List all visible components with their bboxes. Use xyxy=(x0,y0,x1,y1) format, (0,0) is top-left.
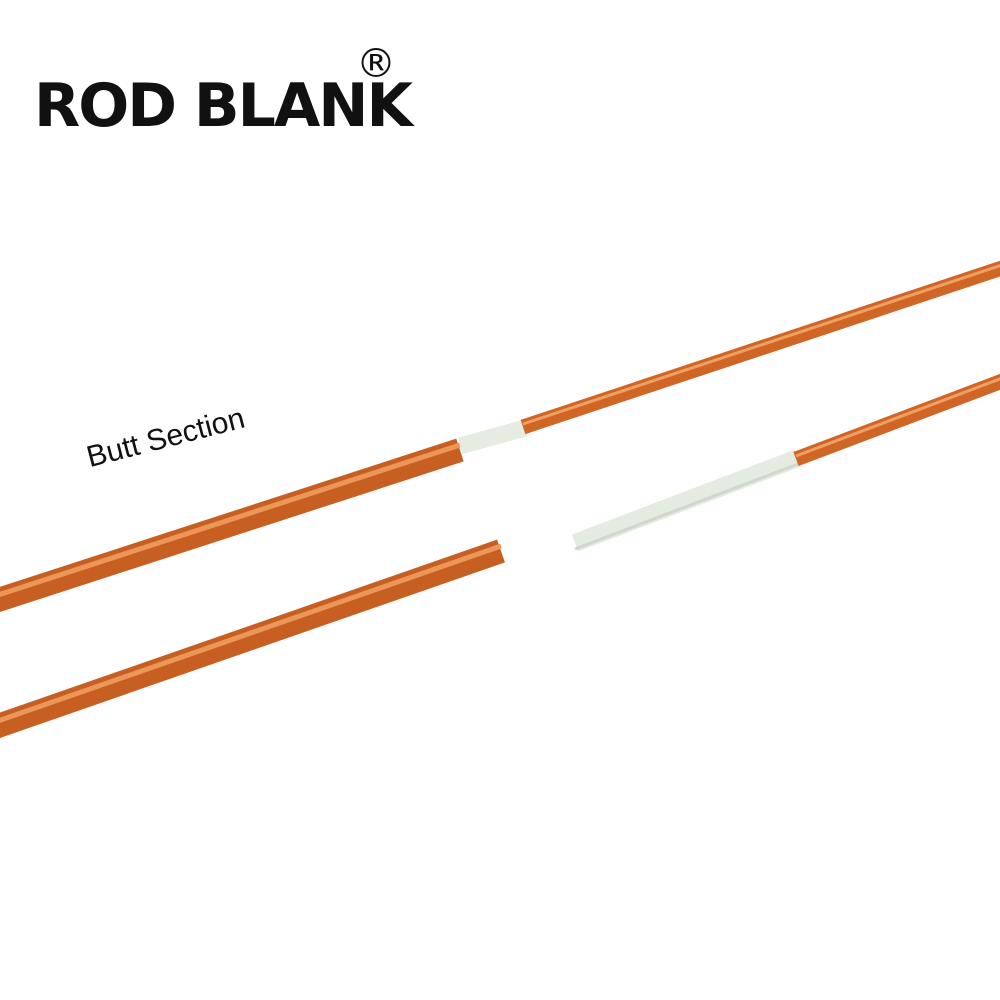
upper-tip-highlight xyxy=(522,264,1000,426)
lower-spigot-shade xyxy=(574,462,799,551)
upper-butt-highlight xyxy=(0,442,461,598)
lower-tip-section xyxy=(793,373,1000,467)
brand-title: ROD BLANK xyxy=(34,71,413,141)
lower-tip-highlight xyxy=(795,377,1000,458)
upper-ferrule-core xyxy=(457,419,528,455)
lower-butt-section xyxy=(0,539,505,738)
upper-butt-section xyxy=(0,438,464,612)
upper-tip-section xyxy=(520,260,1000,435)
registered-mark: ® xyxy=(356,41,396,87)
lower-spigot-core xyxy=(571,449,802,552)
lower-butt-highlight xyxy=(0,543,502,723)
